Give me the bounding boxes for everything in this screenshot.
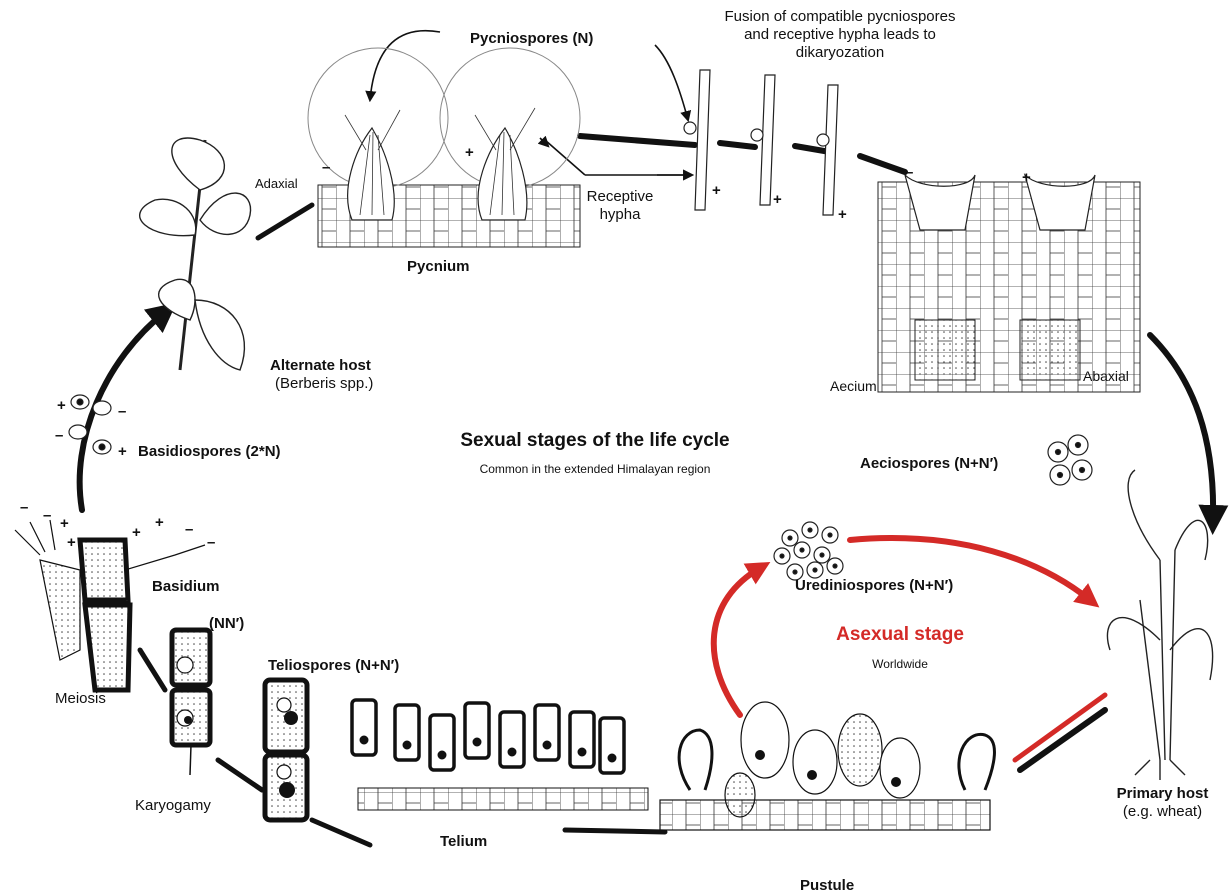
teliospores-label: Teliospores (N+N′) (268, 657, 399, 675)
minus-sign: – (905, 165, 913, 180)
plus-sign: + (838, 207, 847, 222)
plus-sign: + (155, 515, 164, 530)
primary-host-example: (e.g. wheat) (1100, 803, 1225, 821)
plus-sign: + (118, 444, 127, 459)
minus-sign: – (185, 522, 193, 537)
adaxial-label: Adaxial (255, 175, 298, 193)
asexual-stage-title: Asexual stage (800, 626, 1000, 644)
aecium-label: Aecium (830, 377, 877, 395)
minus-sign: – (55, 428, 63, 443)
minus-sign: – (20, 500, 28, 515)
plus-sign: + (57, 398, 66, 413)
receptive-hypha-line-1: Receptive (580, 188, 660, 206)
primary-host-label: Primary host (1100, 785, 1225, 803)
minus-sign: – (118, 404, 126, 419)
minus-sign: – (207, 535, 215, 550)
sexual-stages-subtitle: Common in the extended Himalayan region (420, 460, 770, 478)
receptive-hypha-label: Receptive hypha (580, 188, 660, 224)
minus-sign: – (43, 508, 51, 523)
aeciospores-cluster (1048, 435, 1092, 485)
plus-sign: + (1022, 170, 1031, 185)
pycnium-label: Pycnium (407, 258, 470, 276)
basidium-label: Basidium (152, 578, 220, 596)
basidiospores-label: Basidiospores (2*N) (138, 443, 281, 461)
arrow-to-primary-host (1150, 335, 1213, 520)
plus-sign: + (712, 183, 721, 198)
alternate-host-plant (140, 138, 251, 370)
plus-sign: + (132, 525, 141, 540)
urediniospores-label: Urediniospores (N+N′) (795, 577, 953, 595)
minus-sign: – (686, 135, 694, 150)
fusion-caption-line-1: Fusion of compatible pycniospores (675, 8, 1005, 26)
plus-sign: + (465, 145, 474, 160)
red-arrow-to-urediniospores (714, 568, 760, 715)
aecium-illustration (878, 175, 1140, 392)
karyogamy-cell (172, 630, 210, 775)
annotation-arrows (370, 31, 692, 175)
telium-label: Telium (440, 833, 487, 851)
sexual-stages-title: Sexual stages of the life cycle (420, 432, 770, 450)
minus-sign: – (322, 160, 330, 175)
plus-sign: + (773, 192, 782, 207)
nn-prime-label: (NN′) (209, 615, 244, 633)
receptive-hypha-line-2: hypha (580, 206, 660, 224)
pustule-illustration (660, 702, 994, 830)
aeciospores-label: Aeciospores (N+N′) (860, 455, 998, 473)
pycnium-to-hyphae-connector (580, 136, 695, 145)
urediniospores-cluster (774, 522, 843, 580)
pycniospores-label: Pycniospores (N) (470, 30, 593, 48)
abaxial-label: Abaxial (1083, 367, 1129, 385)
fusion-caption-line-3: dikaryozation (675, 44, 1005, 62)
fusion-caption: Fusion of compatible pycniospores and re… (675, 8, 1005, 62)
teliospore-cell (265, 680, 307, 820)
meiosis-label: Meiosis (55, 690, 106, 708)
pycnium-illustration (308, 48, 580, 247)
primary-host-plant (1107, 470, 1212, 780)
berberis-label: (Berberis spp.) (275, 375, 373, 393)
plus-sign: + (67, 535, 76, 550)
plus-sign: + (60, 516, 69, 531)
karyogamy-label: Karyogamy (135, 797, 211, 815)
telium-illustration (352, 700, 648, 810)
pustule-label: Pustule (800, 877, 854, 895)
alternate-host-label: Alternate host (270, 357, 371, 375)
asexual-stage-subtitle: Worldwide (800, 655, 1000, 673)
fusion-caption-line-2: and receptive hypha leads to (675, 26, 1005, 44)
receptive-hyphae (684, 70, 838, 215)
